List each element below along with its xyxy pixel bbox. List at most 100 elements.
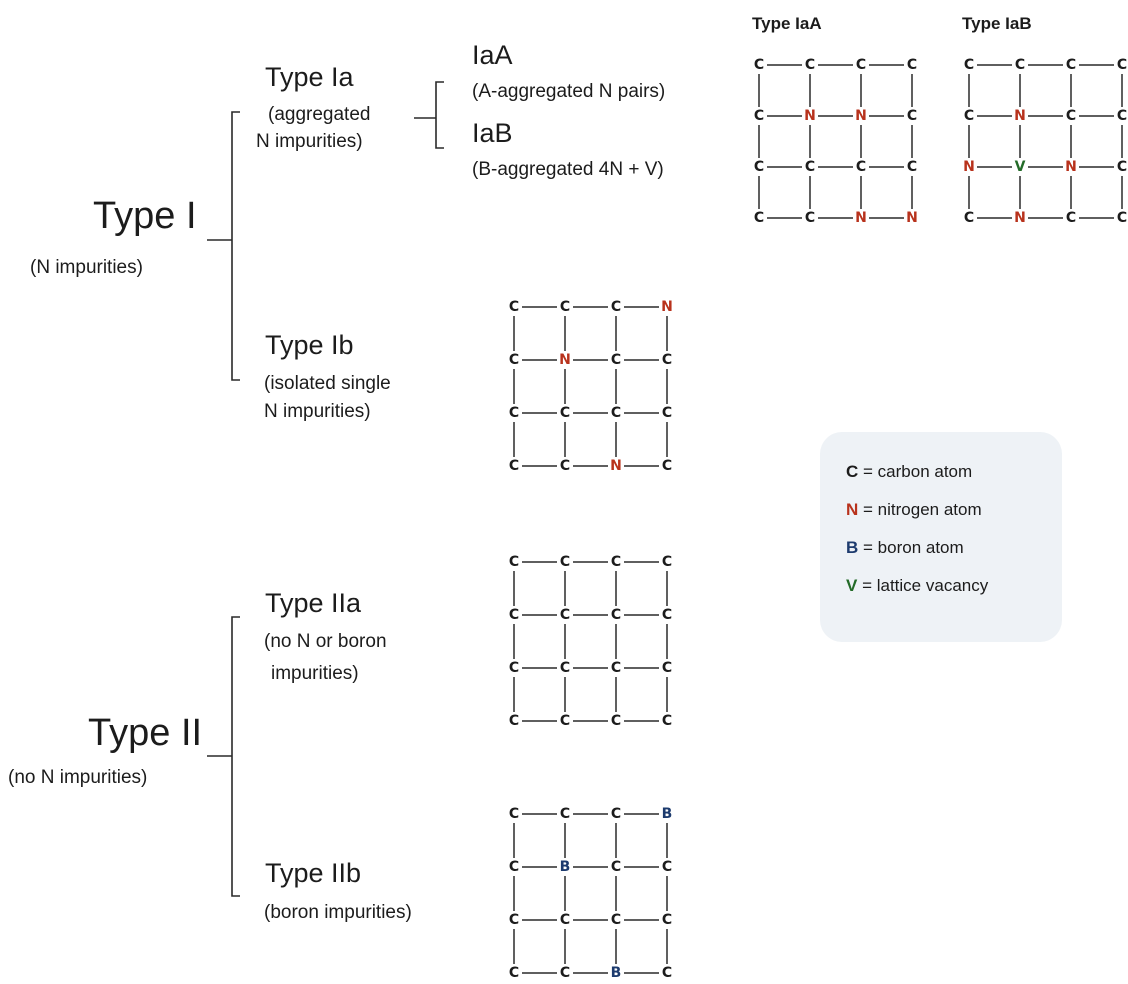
legend-text: = boron atom bbox=[863, 538, 964, 557]
type-iia-desc-line2: impurities) bbox=[271, 663, 359, 684]
atom-c: C bbox=[509, 607, 519, 623]
atom-c: C bbox=[611, 660, 621, 676]
atom-c: C bbox=[662, 660, 672, 676]
atom-c: C bbox=[662, 859, 672, 875]
legend-item-vacancy: V = lattice vacancy bbox=[846, 576, 988, 596]
atom-c: C bbox=[662, 405, 672, 421]
type-iib-title: Type IIb bbox=[265, 858, 362, 888]
atom-b: B bbox=[611, 965, 622, 981]
atom-c: C bbox=[611, 405, 621, 421]
type-iib-desc-line1: (boron impurities) bbox=[264, 902, 412, 923]
atom-c: C bbox=[509, 660, 519, 676]
atom-c: C bbox=[560, 713, 570, 729]
legend-box: C = carbon atom N = nitrogen atom B = bo… bbox=[820, 432, 1062, 642]
atom-n: N bbox=[1065, 159, 1077, 175]
type-ia-title: Type Ia bbox=[265, 62, 354, 92]
atom-c: C bbox=[560, 299, 570, 315]
atom-c: C bbox=[1015, 57, 1025, 73]
type-ii-bracket bbox=[231, 616, 240, 897]
atom-c: C bbox=[509, 299, 519, 315]
atom-c: C bbox=[560, 405, 570, 421]
atom-c: C bbox=[662, 965, 672, 981]
type-i-bracket bbox=[231, 111, 240, 381]
atom-n: N bbox=[1014, 210, 1026, 226]
legend-symbol: V bbox=[846, 576, 858, 595]
legend-item-carbon: C = carbon atom bbox=[846, 462, 972, 482]
atom-c: C bbox=[754, 159, 764, 175]
atom-c: C bbox=[964, 108, 974, 124]
legend-item-nitrogen: N = nitrogen atom bbox=[846, 500, 982, 520]
atom-c: C bbox=[1066, 57, 1076, 73]
legend-text: = lattice vacancy bbox=[862, 576, 989, 595]
type-ib-title: Type Ib bbox=[265, 330, 354, 360]
legend-text: = carbon atom bbox=[863, 462, 973, 481]
legend-symbol: C bbox=[846, 462, 859, 481]
type-ia-bracket bbox=[435, 81, 444, 149]
atom-c: C bbox=[611, 912, 621, 928]
type-iab-desc: (B-aggregated 4N + V) bbox=[472, 159, 664, 180]
atom-c: C bbox=[754, 210, 764, 226]
atom-c: C bbox=[560, 660, 570, 676]
type-i-subtitle: (N impurities) bbox=[30, 257, 143, 278]
type-iab-title: IaB bbox=[472, 118, 513, 148]
legend-symbol: B bbox=[846, 538, 859, 557]
atom-c: C bbox=[611, 554, 621, 570]
atom-c: C bbox=[611, 607, 621, 623]
atom-n: N bbox=[906, 210, 918, 226]
type-ib-desc-line1: (isolated single bbox=[264, 373, 391, 394]
atom-c: C bbox=[964, 210, 974, 226]
atom-c: C bbox=[611, 713, 621, 729]
atom-c: C bbox=[509, 405, 519, 421]
atom-b: B bbox=[560, 859, 571, 875]
atom-n: N bbox=[559, 352, 571, 368]
atom-c: C bbox=[560, 458, 570, 474]
legend-text: = nitrogen atom bbox=[863, 500, 982, 519]
atom-c: C bbox=[754, 57, 764, 73]
atom-c: C bbox=[1117, 159, 1127, 175]
atom-c: C bbox=[560, 965, 570, 981]
lattice-iaa-title: Type IaA bbox=[752, 14, 822, 33]
atom-n: N bbox=[610, 458, 622, 474]
atom-c: C bbox=[611, 352, 621, 368]
atom-n: N bbox=[963, 159, 975, 175]
atom-c: C bbox=[754, 108, 764, 124]
atom-c: C bbox=[907, 57, 917, 73]
atom-c: C bbox=[560, 607, 570, 623]
atom-c: C bbox=[662, 352, 672, 368]
type-ii-title: Type II bbox=[88, 712, 203, 754]
lattice-iab-title: Type IaB bbox=[962, 14, 1032, 33]
atom-c: C bbox=[805, 210, 815, 226]
type-iaa-title: IaA bbox=[472, 40, 513, 70]
atom-c: C bbox=[662, 912, 672, 928]
atom-c: C bbox=[662, 713, 672, 729]
atom-c: C bbox=[662, 607, 672, 623]
atom-c: C bbox=[964, 57, 974, 73]
atom-c: C bbox=[1066, 108, 1076, 124]
atom-c: C bbox=[662, 554, 672, 570]
atom-c: C bbox=[611, 806, 621, 822]
type-i-title: Type I bbox=[93, 195, 197, 237]
atom-c: C bbox=[856, 159, 866, 175]
atom-n: N bbox=[661, 299, 673, 315]
atom-c: C bbox=[1117, 210, 1127, 226]
type-iia-title: Type IIa bbox=[265, 588, 362, 618]
type-ib-desc-line2: N impurities) bbox=[264, 401, 371, 422]
atom-c: C bbox=[560, 554, 570, 570]
atom-c: C bbox=[560, 806, 570, 822]
atom-c: C bbox=[611, 299, 621, 315]
type-iia-desc-line1: (no N or boron bbox=[264, 631, 387, 652]
atom-c: C bbox=[509, 965, 519, 981]
atom-n: N bbox=[1014, 108, 1026, 124]
atom-c: C bbox=[509, 713, 519, 729]
atom-b: B bbox=[662, 806, 673, 822]
atom-c: C bbox=[662, 458, 672, 474]
atom-v: V bbox=[1015, 159, 1026, 175]
atom-c: C bbox=[907, 159, 917, 175]
